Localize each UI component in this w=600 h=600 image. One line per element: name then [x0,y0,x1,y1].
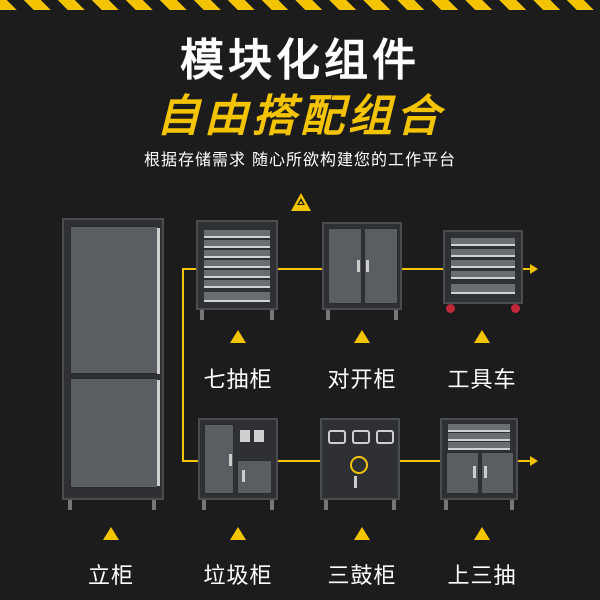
drawer [451,260,515,268]
arrow-right-icon [530,264,538,274]
trash-cabinet-image [198,418,278,500]
trash-bin-icon [254,430,264,442]
three-drum-cabinet-image [320,418,400,500]
drum-icon [352,430,370,444]
label-tall: 立柜 [87,564,134,589]
drawer [204,230,270,238]
tall-cabinet-handle [157,380,160,486]
door-handle [484,466,487,478]
door-handle [354,476,357,488]
cart-wheel [511,304,520,313]
cabinet-leg [394,310,398,320]
cabinet-leg [202,500,206,510]
arrow-right-icon [530,456,538,466]
up-triangle-icon [103,527,119,540]
cabinet-leg [392,500,396,510]
page-title: 模块化组件 [180,35,420,86]
door-handle [229,454,232,466]
cabinet-leg [324,500,328,510]
cabinet-leg [270,310,274,320]
drawer [448,433,510,441]
hazard-stripe [0,0,600,10]
drawer [204,260,270,268]
cabinet-leg [510,500,514,510]
up-triangle-icon [354,527,370,540]
label-tool-cart: 工具车 [447,368,517,393]
drawer [451,284,515,294]
cabinet-leg [152,500,156,510]
door-handle [357,260,360,272]
drawer [204,270,270,278]
drawer [204,292,270,302]
cabinet-leg [326,310,330,320]
drawer [204,250,270,258]
drawer [451,249,515,257]
label-trash: 垃圾柜 [203,564,273,589]
up-triangle-icon [474,527,490,540]
tall-cabinet-image [62,218,164,500]
drawer [448,424,510,432]
double-door-cabinet-image [322,222,402,310]
reel-icon [350,456,368,474]
tall-cabinet-lower-door [70,378,158,488]
door-handle [242,470,245,482]
right-door [364,228,398,304]
left-door [328,228,362,304]
up-triangle-icon [230,330,246,343]
warning-triangle-icon [291,193,311,211]
cabinet-leg [200,310,204,320]
top-three-drawer-cabinet-image [440,418,518,500]
up-triangle-icon [354,330,370,343]
drum-icon [376,430,394,444]
cart-wheel [446,304,455,313]
trash-bin-icon [240,430,250,442]
drawer [451,238,515,246]
page-subtitle-highlight: 自由搭配组合 [156,91,444,142]
drawer [204,280,270,288]
tall-cabinet-handle [157,228,160,374]
cabinet-leg [270,500,274,510]
connector-vertical [182,268,184,461]
label-three-drum: 三鼓柜 [327,564,397,589]
label-double-door: 对开柜 [327,368,397,393]
label-seven-drawer: 七抽柜 [203,368,273,393]
label-top-three-drawer: 上三抽 [447,564,517,589]
seven-drawer-cabinet-image [196,220,278,310]
door-handle [473,466,476,478]
drawer [451,271,515,279]
drawer [204,240,270,248]
page-tagline: 根据存储需求 随心所欲构建您的工作平台 [143,150,457,169]
up-triangle-icon [474,330,490,343]
cabinet-leg [68,500,72,510]
door-handle [366,260,369,272]
cabinet-leg [444,500,448,510]
drawer [448,442,510,450]
tool-cart-image [443,230,523,304]
tall-cabinet-upper-door [70,226,158,374]
up-triangle-icon [230,527,246,540]
drum-icon [328,430,346,444]
